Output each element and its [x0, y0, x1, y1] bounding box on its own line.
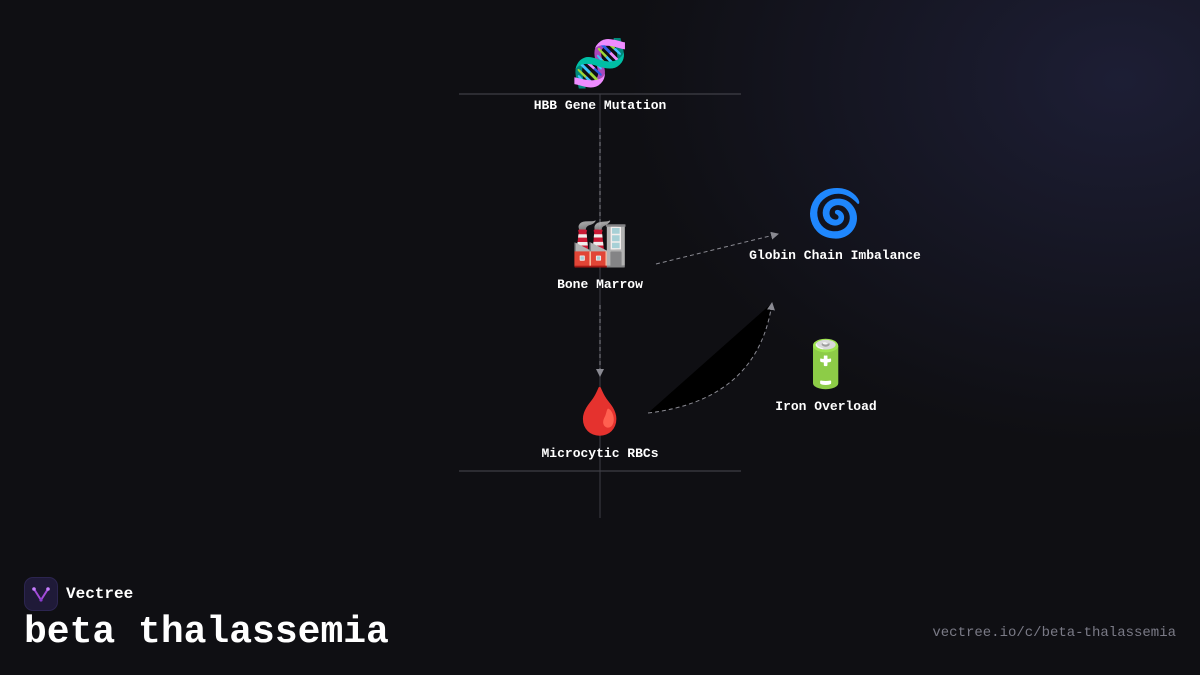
brand-name: Vectree — [66, 585, 134, 603]
blood-drop-icon: 🩸 — [571, 389, 629, 441]
factory-icon: 🏭 — [571, 220, 629, 272]
node-globin-chain-imbalance: 🌀 Globin Chain Imbalance — [715, 190, 955, 264]
node-hbb-gene-mutation: 🧬 HBB Gene Mutation — [480, 40, 720, 114]
brand: Vectree — [24, 577, 133, 611]
dna-icon: 🧬 — [571, 41, 629, 93]
node-microcytic-rbcs: 🩸 Microcytic RBCs — [480, 388, 720, 462]
node-label: Bone Marrow — [557, 277, 643, 292]
cyclone-icon: 🌀 — [806, 191, 864, 243]
battery-icon: 🔋 — [797, 342, 855, 394]
node-label: Iron Overload — [775, 399, 877, 414]
node-iron-overload: 🔋 Iron Overload — [706, 341, 946, 415]
page-title: beta thalassemia — [24, 611, 389, 654]
page-url: vectree.io/c/beta-thalassemia — [932, 625, 1176, 641]
node-label: Microcytic RBCs — [541, 446, 659, 461]
node-label: Globin Chain Imbalance — [749, 248, 921, 263]
vectree-logo-icon — [24, 577, 58, 611]
edge-rbc-to-globin — [647, 302, 775, 414]
node-label: HBB Gene Mutation — [533, 98, 667, 113]
node-bone-marrow: 🏭 Bone Marrow — [480, 219, 720, 293]
